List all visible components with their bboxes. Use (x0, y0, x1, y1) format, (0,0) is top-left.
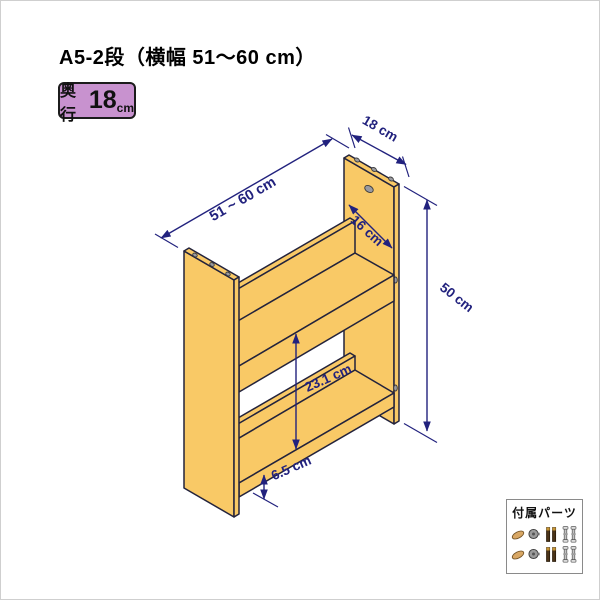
wood-dowel-icon (511, 550, 524, 560)
cam-lock-icon (527, 548, 540, 560)
depth-dimension-label: 18 cm (360, 113, 401, 145)
included-parts-box: 付属パーツ (506, 499, 583, 574)
width-dimension: 51 ~ 60 cm (154, 133, 350, 249)
height-dimension-label: 50 cm (437, 280, 476, 315)
depth-badge: 奥行 18 cm (58, 82, 136, 124)
depth-badge-prefix: 奥行 (60, 82, 77, 124)
shelf-pin-icon (545, 527, 556, 542)
included-parts-title: 付属パーツ (512, 506, 577, 520)
connector-bolt-icon (562, 546, 576, 563)
cam-lock-icon (527, 528, 540, 540)
width-dimension-label: 51 ~ 60 cm (207, 174, 279, 225)
depth-badge-unit: cm (116, 101, 134, 115)
page-title: A5-2段（横幅 51〜60 cm） (59, 47, 316, 69)
height-dimension: 50 cm (403, 185, 476, 444)
wood-dowel-icon (511, 530, 524, 540)
edge-fitting-marks-icon (393, 276, 398, 392)
dowel-holes-icon (192, 252, 231, 277)
cam-lock-hole-icon (364, 185, 374, 193)
included-parts-icons (511, 526, 576, 563)
depth-badge-value: 18 (88, 86, 117, 114)
left-side-panel (183, 247, 240, 518)
shelf-pin-icon (545, 547, 556, 562)
connector-bolt-icon (562, 526, 576, 543)
